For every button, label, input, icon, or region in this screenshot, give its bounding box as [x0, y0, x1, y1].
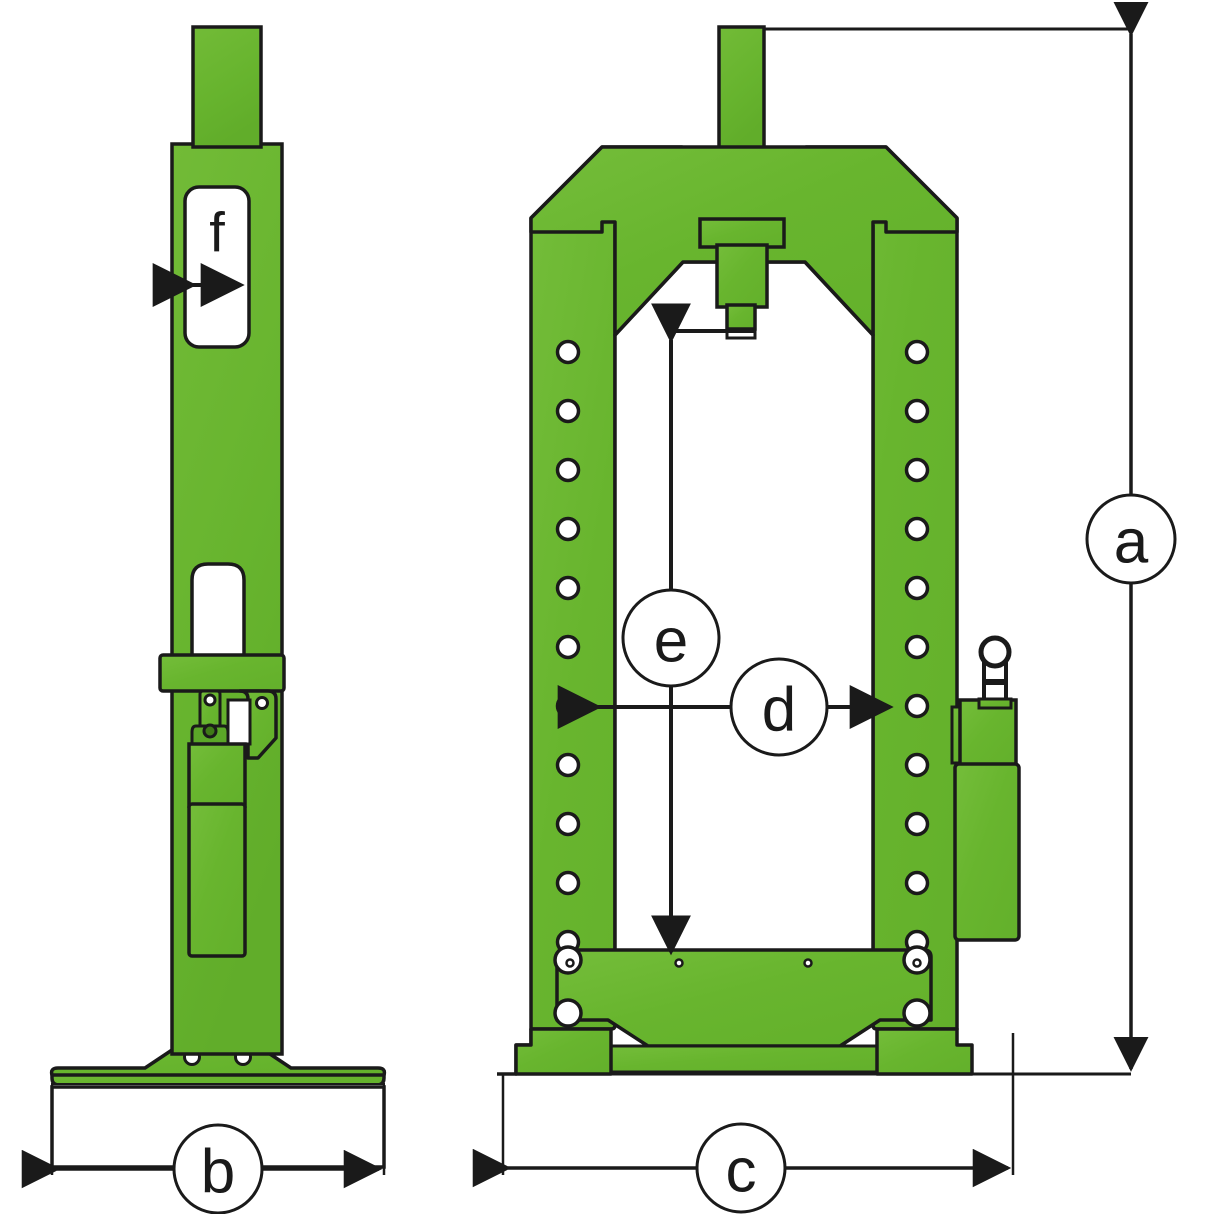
side-linkage-upper-pin	[203, 693, 217, 707]
dimension-c: c	[472, 1033, 1015, 1214]
dimension-c-bubble	[695, 1122, 787, 1214]
front-ram-tip	[725, 303, 757, 331]
column-hole	[555, 339, 581, 365]
front-pump-body	[958, 698, 1018, 768]
dimension-b-bubble	[172, 1123, 264, 1214]
front-right-foot	[875, 1027, 974, 1076]
side-linkage-gap	[226, 698, 252, 746]
column-hole	[555, 752, 581, 778]
dimension-c-label: c	[726, 1137, 757, 1206]
side-upper-ram-post	[191, 25, 263, 149]
column-hole	[555, 457, 581, 483]
side-linkage-lower-pin	[202, 723, 218, 739]
dimension-b: b	[21, 1085, 386, 1214]
column-hole	[555, 575, 581, 601]
dimension-e-bubble	[621, 588, 721, 688]
dimension-f: f	[152, 201, 245, 307]
dimension-e-label: e	[654, 607, 688, 676]
dimension-a: a	[764, 1, 1177, 1076]
front-table-screw	[674, 958, 684, 968]
side-cross-plate	[158, 653, 286, 693]
front-upper-ram-post	[717, 25, 766, 151]
dimension-e: e	[621, 303, 755, 956]
column-hole	[555, 870, 581, 896]
column-hole	[555, 516, 581, 542]
column-hole	[904, 634, 930, 660]
side-view: f b	[21, 25, 387, 1214]
front-table-screw	[565, 958, 575, 968]
dimension-d-bubble	[729, 657, 829, 757]
column-hole	[904, 575, 930, 601]
front-pump-lever-ring	[978, 635, 1012, 669]
front-ram-piston	[715, 243, 769, 309]
front-pump-reservoir	[953, 762, 1021, 942]
side-lower-window-cutout	[190, 562, 246, 682]
column-hole	[555, 398, 581, 424]
front-pump-lever-socket	[977, 697, 1013, 710]
front-table-pin	[902, 998, 932, 1028]
column-hole	[555, 693, 581, 719]
side-cylinder-reservoir	[187, 802, 247, 958]
column-hole	[904, 811, 930, 837]
front-ram-collar	[698, 217, 786, 249]
front-table-pin	[553, 998, 583, 1028]
column-hole	[904, 339, 930, 365]
column-hole	[904, 752, 930, 778]
dimension-f-label: f	[209, 201, 225, 264]
front-left-foot	[514, 1027, 613, 1076]
front-view: d e a c	[472, 1, 1177, 1214]
column-hole	[904, 516, 930, 542]
side-pivot-bracket-hole	[255, 696, 269, 710]
column-hole	[555, 811, 581, 837]
dimension-a-bubble	[1085, 493, 1177, 585]
column-hole	[904, 457, 930, 483]
dimension-d-label: d	[762, 676, 796, 745]
dimension-a-label: a	[1114, 508, 1149, 577]
front-lower-tie-beam	[599, 1044, 889, 1074]
dimension-d: d	[557, 657, 894, 757]
column-hole	[904, 693, 930, 719]
front-table-screw	[912, 958, 922, 968]
front-pump-lever-crossbar	[984, 679, 1006, 685]
column-hole	[904, 398, 930, 424]
column-hole	[555, 634, 581, 660]
side-cylinder-upper-body	[187, 742, 247, 808]
column-hole	[904, 870, 930, 896]
front-table-screw	[803, 958, 813, 968]
dimension-b-label: b	[201, 1138, 235, 1207]
